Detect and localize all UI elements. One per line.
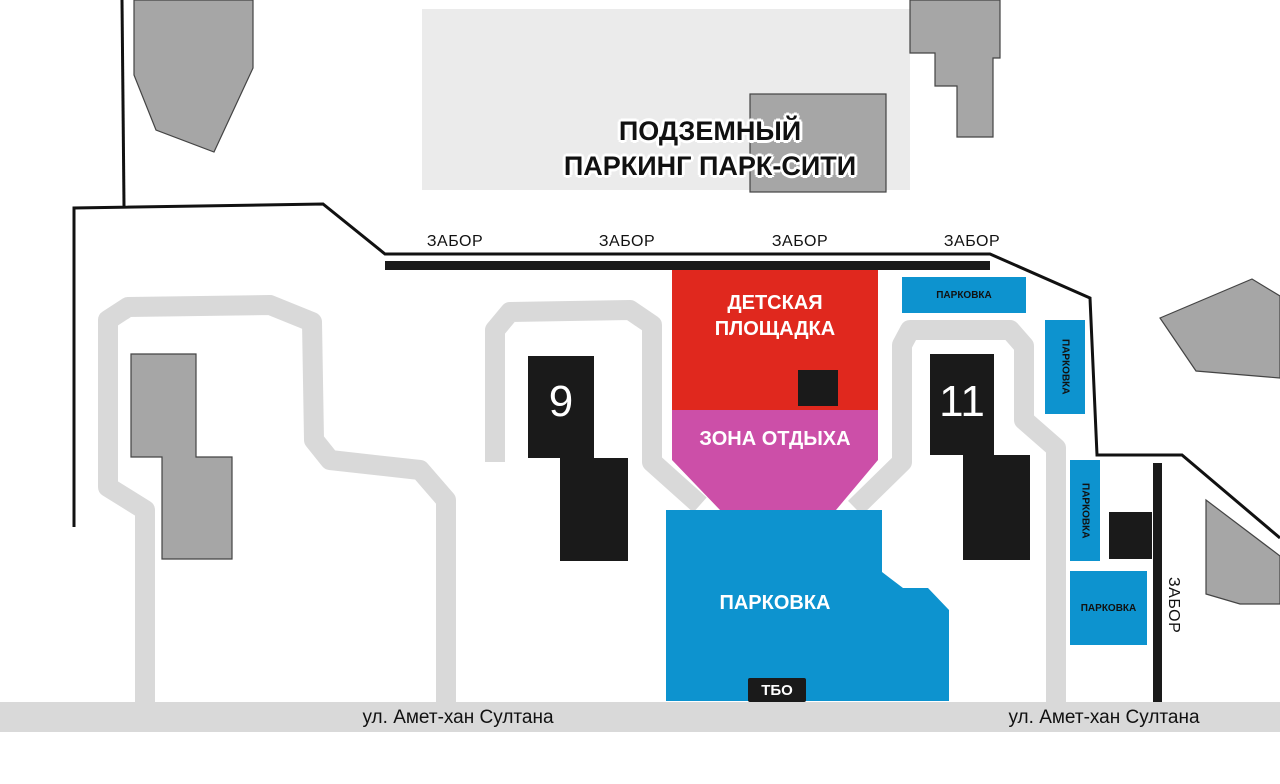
parking-label-small: ПАРКОВКА [1080,602,1137,614]
building-gray [130,353,233,560]
waste-label: ТБО [748,678,806,702]
fence-label: ЗАБОР [426,233,484,250]
building-small [798,370,838,406]
parking-area-small [1070,571,1147,645]
building-gray [1205,498,1280,605]
building-gray [133,0,254,153]
parking-area-small [902,277,1026,313]
building-gray [749,93,887,193]
building-gray [909,0,1001,138]
parking-label-small: ПАРКОВКА [936,289,992,301]
fence-label: ЗАБОР [598,233,656,250]
playground-line1: ДЕТСКАЯ [727,292,823,314]
parking-label-small: ПАРКОВКА [1079,482,1091,539]
access-road [98,295,456,702]
rest-zone-area [672,410,878,510]
street-label-right: ул. Амет-хан Султана [1008,707,1200,728]
building-9-label: 9 [548,377,574,426]
building-9-shape [528,356,628,561]
playground-area [672,270,878,410]
access-road [848,320,1066,702]
access-road [485,300,707,513]
street-label-left: ул. Амет-хан Султана [362,707,554,728]
underground-parking-line1: ПОДЗЕМНЫЙ [618,115,802,146]
fence-label: ЗАБОР [771,233,829,250]
fence-top [385,261,990,270]
fence-right [1153,463,1162,703]
playground-label: ДЕТСКАЯ ПЛОЩАДКА [672,288,878,344]
building-gray [1159,278,1280,379]
playground-line2: ПЛОЩАДКА [714,318,836,340]
main-parking-area [666,510,949,701]
street [0,702,1280,732]
boundary-line [72,202,1280,540]
underground-parking-label: ПОДЗЕМНЫЙ ПАРКИНГ ПАРК-СИТИ [500,113,920,185]
building-11-shape [930,354,1030,560]
building-small [1109,512,1152,559]
parking-area-small [1070,460,1100,561]
fence-label: ЗАБОР [943,233,1001,250]
rest-zone-label: ЗОНА ОТДЫХА [699,427,851,450]
boundary-line [120,0,126,207]
parking-label-small: ПАРКОВКА [1059,339,1071,395]
parking-area-small [1045,320,1085,414]
main-parking-label: ПАРКОВКА [719,591,831,614]
building-11-label: 11 [939,377,985,426]
fence-right-label: ЗАБОР [1165,576,1182,634]
underground-parking-line2: ПАРКИНГ ПАРК-СИТИ [563,151,857,181]
